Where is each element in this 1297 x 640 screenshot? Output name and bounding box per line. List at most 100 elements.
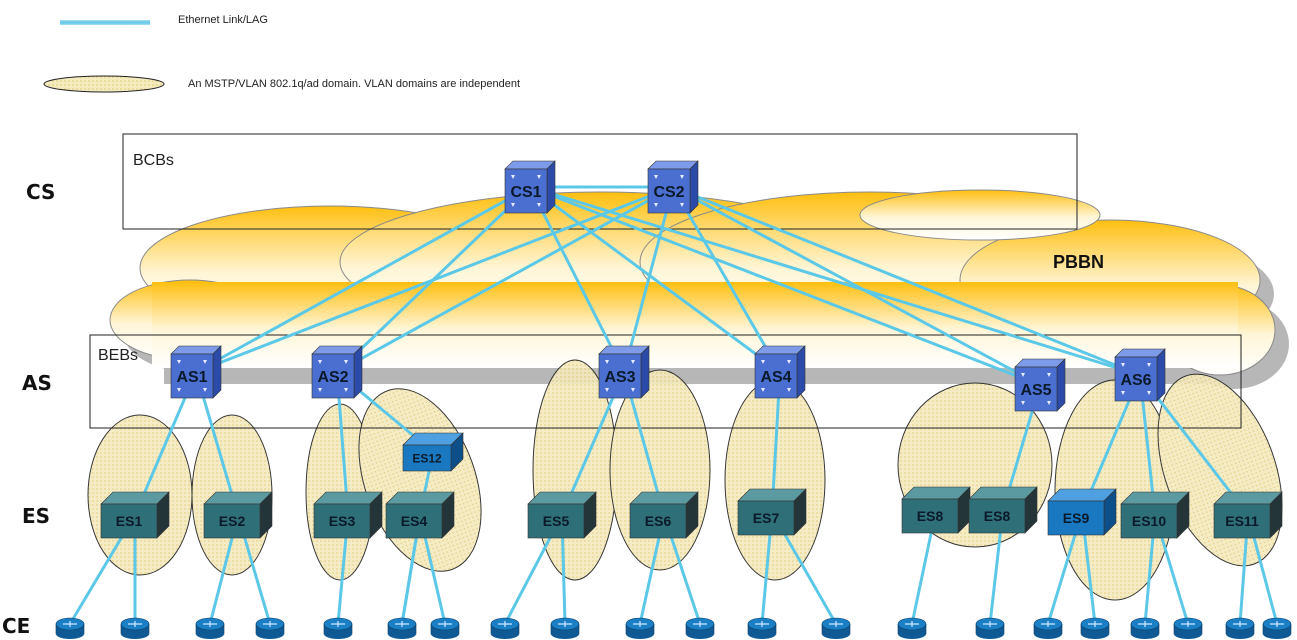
router-icon[interactable] (1130, 617, 1160, 639)
arrow-icon (631, 388, 635, 392)
router-icon[interactable] (1225, 617, 1255, 639)
arrow-icon (1021, 401, 1025, 405)
bcb-box (122, 133, 1078, 230)
row-label-as: AS (22, 371, 52, 395)
router-icon[interactable] (550, 617, 580, 639)
arrow-icon (1047, 401, 1051, 405)
router-icon[interactable] (120, 617, 150, 639)
legend-link-label: Ethernet Link/LAG (178, 14, 268, 26)
es11-switch[interactable]: ES11 (1213, 491, 1283, 539)
link (529, 185, 1141, 377)
arrow-icon (1121, 363, 1125, 367)
as1-switch[interactable]: AS1 (170, 345, 222, 399)
as3-switch[interactable]: AS3 (598, 345, 650, 399)
router-icon[interactable] (1080, 617, 1110, 639)
arrow-icon (680, 203, 684, 207)
router-icon[interactable] (1033, 617, 1063, 639)
as2-switch[interactable]: AS2 (311, 345, 363, 399)
as4-switch-label: AS4 (760, 369, 791, 386)
es9-switch-label: ES9 (1063, 510, 1090, 526)
es8a-switch[interactable]: ES8 (901, 486, 971, 534)
cs1-switch-label: CS1 (510, 184, 541, 201)
es7-switch[interactable]: ES7 (737, 488, 807, 536)
arrow-icon (318, 360, 322, 364)
arrow-icon (1147, 391, 1151, 395)
row-label-cs: CS (26, 180, 56, 204)
router-icon[interactable] (387, 617, 417, 639)
router-icon[interactable] (747, 617, 777, 639)
arrow-icon (177, 360, 181, 364)
router-icon[interactable] (685, 617, 715, 639)
arrow-icon (787, 388, 791, 392)
es12-switch-label: ES12 (412, 451, 442, 465)
es3-switch[interactable]: ES3 (313, 491, 383, 539)
link (672, 185, 1141, 377)
arrow-icon (761, 360, 765, 364)
pbbn-label: PBBN (1053, 252, 1105, 272)
arrow-icon (511, 175, 515, 179)
es6-switch-label: ES6 (645, 513, 672, 529)
router-icon[interactable] (55, 617, 85, 639)
link (671, 186, 782, 373)
arrow-icon (787, 360, 791, 364)
es1-switch-label: ES1 (116, 513, 143, 529)
as1-switch-label: AS1 (176, 369, 207, 386)
es5-switch-label: ES5 (543, 513, 570, 529)
es4-switch-label: ES4 (401, 513, 428, 529)
router-icon[interactable] (430, 617, 460, 639)
arrow-icon (605, 388, 609, 392)
es7-switch-label: ES7 (753, 510, 780, 526)
as4-switch[interactable]: AS4 (754, 345, 806, 399)
link (529, 185, 781, 374)
es8b-switch-label: ES8 (984, 508, 1011, 524)
es10-switch-label: ES10 (1132, 513, 1166, 529)
es1-switch[interactable]: ES1 (100, 491, 170, 539)
es12-switch[interactable]: ES12 (402, 432, 464, 472)
cs2-switch[interactable]: CS2 (647, 160, 699, 214)
arrow-icon (537, 203, 541, 207)
link (622, 186, 675, 373)
bcb-label: BCBs (133, 152, 174, 169)
as6-switch[interactable]: AS6 (1114, 348, 1166, 402)
as3-switch-label: AS3 (604, 369, 635, 386)
es10-switch[interactable]: ES10 (1120, 491, 1190, 539)
router-icon[interactable] (1173, 617, 1203, 639)
es8b-switch[interactable]: ES8 (968, 486, 1038, 534)
es4-switch[interactable]: ES4 (385, 491, 455, 539)
es6-switch[interactable]: ES6 (629, 491, 699, 539)
arrow-icon (511, 203, 515, 207)
es5-switch[interactable]: ES5 (527, 491, 597, 539)
arrow-icon (1121, 391, 1125, 395)
router-icon[interactable] (1262, 617, 1292, 639)
arrow-icon (680, 175, 684, 179)
es3-switch-label: ES3 (329, 513, 356, 529)
router-icon[interactable] (821, 617, 851, 639)
router-icon[interactable] (195, 617, 225, 639)
link (195, 185, 531, 374)
link (336, 185, 674, 374)
row-label-ce: CE (2, 614, 31, 638)
row-label-es: ES (22, 504, 51, 528)
router-icon[interactable] (975, 617, 1005, 639)
link (195, 185, 674, 374)
beb-label: BEBs (98, 347, 139, 364)
legend-domain-label: An MSTP/VLAN 802.1q/ad domain. VLAN doma… (188, 78, 521, 90)
as5-switch[interactable]: AS5 (1014, 358, 1066, 412)
router-icon[interactable] (625, 617, 655, 639)
router-icon[interactable] (490, 617, 520, 639)
router-icon[interactable] (323, 617, 353, 639)
as5-switch-label: AS5 (1020, 382, 1051, 399)
pbbn-cloud (109, 189, 1289, 389)
es9-switch[interactable]: ES9 (1047, 488, 1117, 536)
router-icon[interactable] (255, 617, 285, 639)
arrow-icon (1047, 373, 1051, 377)
cs1-switch[interactable]: CS1 (504, 160, 556, 214)
arrow-icon (537, 175, 541, 179)
es2-switch[interactable]: ES2 (203, 491, 273, 539)
arrow-icon (344, 388, 348, 392)
es8a-switch-label: ES8 (917, 508, 944, 524)
es2-switch-label: ES2 (219, 513, 246, 529)
router-icon[interactable] (897, 617, 927, 639)
beb-box (89, 334, 1242, 429)
